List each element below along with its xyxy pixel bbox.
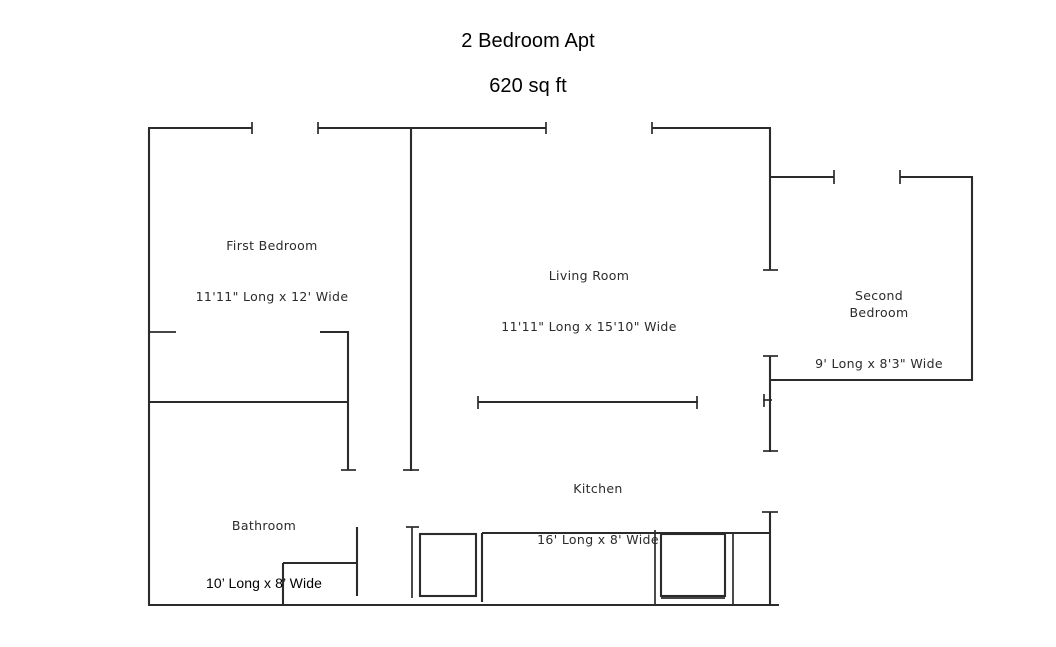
room-dimensions-first-bedroom: 11'11" Long x 12' Wide [195, 289, 349, 304]
room-dimensions-kitchen: 16' Long x 8' Wide [537, 532, 659, 547]
room-name-bathroom: Bathroom [231, 518, 297, 533]
room-label-second-bedroom: Second Bedroom 9' Long x 8'3" Wide [815, 253, 943, 406]
room-dimensions-bathroom: 10’ Long x 8’ Wide [206, 575, 322, 591]
room-label-living-room: Living Room 11'11" Long x 15'10" Wide [501, 233, 676, 369]
room-label-bathroom: Bathroom 10’ Long x 8’ Wide [206, 483, 322, 626]
page-title: 2 Bedroom Apt [461, 30, 595, 52]
room-dimensions-living-room: 11'11" Long x 15'10" Wide [501, 319, 677, 334]
room-label-first-bedroom: First Bedroom 11'11" Long x 12' Wide [196, 203, 349, 339]
room-dimensions-second-bedroom: 9' Long x 8'3" Wide [815, 356, 943, 371]
page-subtitle-square-footage: 620 sq ft [489, 75, 567, 97]
kitchen-appliance-left [418, 532, 478, 598]
room-name-second-bedroom: Second Bedroom [849, 288, 909, 320]
room-name-kitchen: Kitchen [573, 481, 623, 496]
room-name-first-bedroom: First Bedroom [226, 238, 318, 253]
room-name-living-room: Living Room [548, 268, 630, 283]
room-label-kitchen: Kitchen 16' Long x 8' Wide [537, 446, 659, 582]
kitchen-appliance-right [659, 532, 727, 598]
